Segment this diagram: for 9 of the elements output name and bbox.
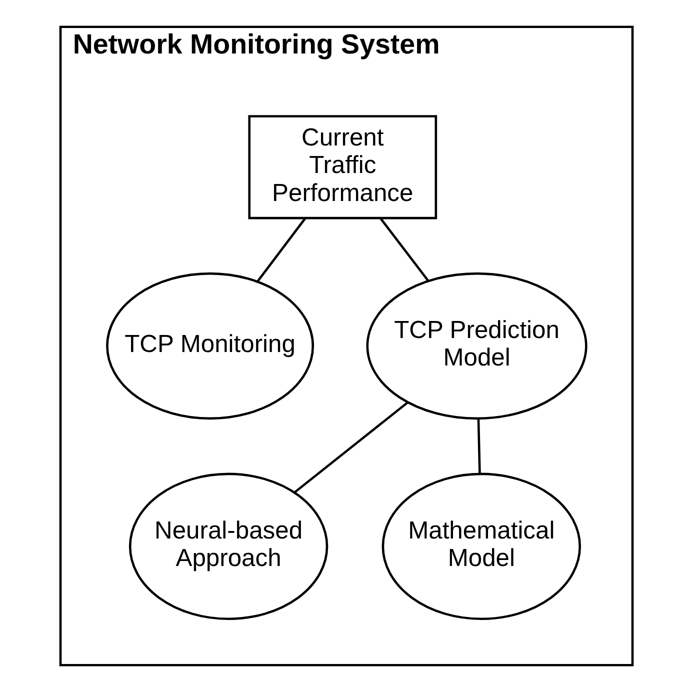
node-ellipse: TCP Prediction Model	[366, 272, 587, 420]
node-ellipse: Neural-based Approach	[128, 472, 328, 620]
node-ellipse: TCP Monitoring	[106, 272, 314, 420]
connector	[294, 402, 408, 494]
connector	[256, 217, 306, 282]
connector	[476, 418, 480, 474]
node-ellipse: Mathematical Model	[381, 472, 581, 620]
connector	[378, 217, 429, 282]
node-box: Current Traffic Performance	[248, 115, 437, 220]
